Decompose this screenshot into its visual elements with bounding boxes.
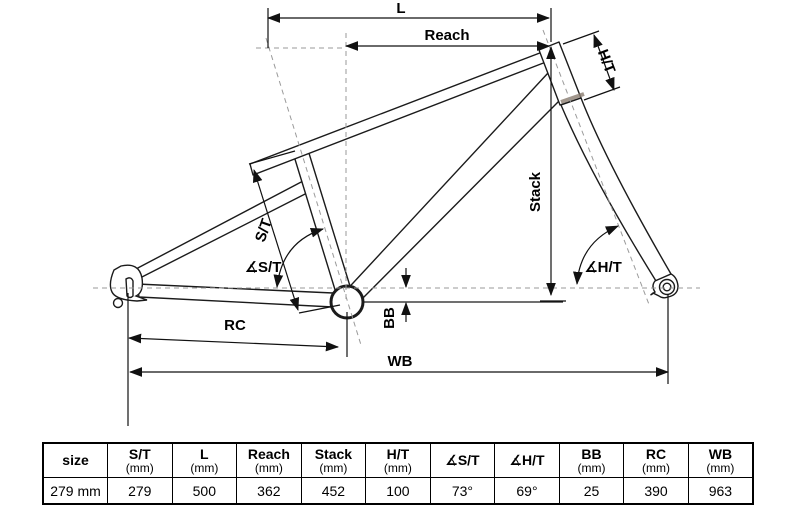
label-ht: H/T [594, 47, 619, 76]
col-name: Reach [247, 446, 290, 463]
cell-l: 500 [171, 477, 238, 505]
label-angle-st: ∡S/T [245, 259, 282, 276]
cell-stack: 452 [300, 477, 367, 505]
col-name: RC [645, 446, 667, 463]
geometry-table-header: size S/T (mm) L (mm) Reach (mm) Stack (m… [42, 442, 754, 478]
frame-geometry-diagram: L Reach H/T Stack S/T ∡S/T ∡H/T BB RC WB [93, 0, 700, 426]
seat-stays [133, 179, 312, 280]
label-rc: RC [224, 317, 246, 334]
col-unit: (mm) [383, 460, 412, 475]
label-angle-ht: ∡H/T [584, 259, 622, 276]
label-wb: WB [388, 353, 413, 370]
fork [560, 97, 672, 282]
col-header-size: size [42, 442, 109, 478]
cell-reach: 362 [236, 477, 302, 505]
dim-ht-ext-bottom [583, 86, 621, 101]
col-unit: (mm) [319, 460, 348, 475]
dim-ht [593, 34, 615, 91]
label-bb: BB [381, 307, 398, 329]
label-stack: Stack [527, 171, 544, 212]
col-header-angle-ht: ∡H/T [494, 442, 560, 478]
seat-tube [293, 149, 355, 307]
col-unit: (mm) [642, 460, 671, 475]
col-header-wb: WB (mm) [687, 442, 754, 478]
label-l: L [396, 0, 405, 17]
cell-st: 279 [107, 477, 173, 505]
cell-bb: 25 [558, 477, 625, 505]
col-header-reach: Reach (mm) [236, 442, 302, 478]
col-unit: (mm) [577, 460, 606, 475]
dim-rc [127, 333, 340, 352]
col-header-l: L (mm) [171, 442, 238, 478]
label-reach: Reach [424, 27, 469, 44]
col-unit: (mm) [706, 460, 735, 475]
geometry-table: size S/T (mm) L (mm) Reach (mm) Stack (m… [42, 442, 754, 505]
col-name: ∡H/T [509, 452, 545, 469]
col-unit: (mm) [190, 460, 219, 475]
col-unit: (mm) [125, 460, 154, 475]
col-header-rc: RC (mm) [623, 442, 689, 478]
cell-wb: 963 [687, 477, 754, 505]
construction-lines [93, 29, 700, 346]
col-name: L [200, 446, 209, 463]
col-name: H/T [386, 446, 410, 463]
header-row: size S/T (mm) L (mm) Reach (mm) Stack (m… [42, 442, 754, 478]
dim-ht-ext-top [562, 30, 600, 45]
table-row: 279 mm 279 500 362 452 100 73° 69° 25 39… [42, 477, 754, 505]
cell-rc: 390 [623, 477, 689, 505]
col-unit: (mm) [254, 460, 283, 475]
arc-head-angle [573, 225, 619, 286]
cell-ht: 100 [365, 477, 431, 505]
label-st: S/T [252, 217, 276, 245]
dim-st-ext-bottom [298, 304, 341, 314]
col-name: size [62, 452, 89, 469]
crown-race [560, 92, 585, 104]
col-name: S/T [128, 446, 151, 463]
chain-stays [136, 283, 334, 308]
col-header-angle-st: ∡S/T [429, 442, 496, 478]
cell-size: 279 mm [42, 477, 109, 505]
col-name: Stack [314, 446, 353, 463]
frame-geometry-svg: L Reach H/T Stack S/T ∡S/T ∡H/T BB RC WB [93, 0, 700, 426]
head-tube-axis [542, 29, 651, 308]
fork-dropout [650, 273, 679, 299]
dim-st-ext-top [248, 150, 296, 165]
col-header-stack: Stack (mm) [300, 442, 367, 478]
col-header-ht: H/T (mm) [365, 442, 431, 478]
cell-angle-ht: 69° [494, 477, 560, 505]
dimension-labels: L Reach H/T Stack S/T ∡S/T ∡H/T BB RC WB [224, 0, 622, 370]
dimension-lines [127, 8, 670, 426]
col-header-bb: BB (mm) [558, 442, 625, 478]
col-name: BB [581, 446, 602, 463]
col-header-st: S/T (mm) [107, 442, 173, 478]
col-name: ∡S/T [445, 452, 480, 469]
geometry-table-body: 279 mm 279 500 362 452 100 73° 69° 25 39… [42, 477, 754, 505]
rear-dropout [109, 264, 148, 309]
cell-angle-st: 73° [429, 477, 496, 505]
col-name: WB [708, 446, 733, 463]
arc-seat-angle [273, 228, 325, 289]
